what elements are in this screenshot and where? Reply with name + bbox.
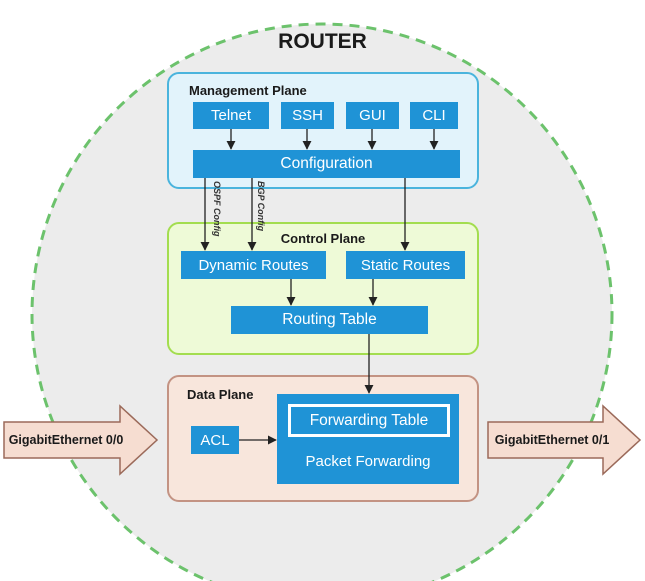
diagram-title: ROUTER [278, 30, 367, 53]
static-routes-node: Static Routes [346, 251, 465, 279]
egress-port-arrow [487, 404, 642, 476]
ospf-config-label: OSPF Config [212, 181, 222, 237]
packet-forwarding-label: Packet Forwarding [305, 453, 431, 470]
routing-table-node: Routing Table [231, 306, 428, 334]
data-plane-label: Data Plane [187, 387, 254, 402]
configuration-node: Configuration [193, 150, 460, 178]
management-plane-label: Management Plane [189, 83, 307, 98]
forwarding-table-node: Forwarding Table [288, 404, 450, 437]
ingress-port-label: GigabitEthernet 0/0 [8, 433, 124, 447]
cli-node: CLI [410, 102, 458, 129]
bgp-config-label: BGP Config [256, 181, 266, 232]
telnet-node: Telnet [193, 102, 269, 129]
ingress-port-arrow [3, 404, 159, 476]
acl-node: ACL [191, 426, 239, 454]
ssh-node: SSH [281, 102, 334, 129]
dynamic-routes-node: Dynamic Routes [181, 251, 326, 279]
control-plane-label: Control Plane [280, 231, 366, 246]
gui-node: GUI [346, 102, 399, 129]
egress-port-label: GigabitEthernet 0/1 [494, 433, 610, 447]
